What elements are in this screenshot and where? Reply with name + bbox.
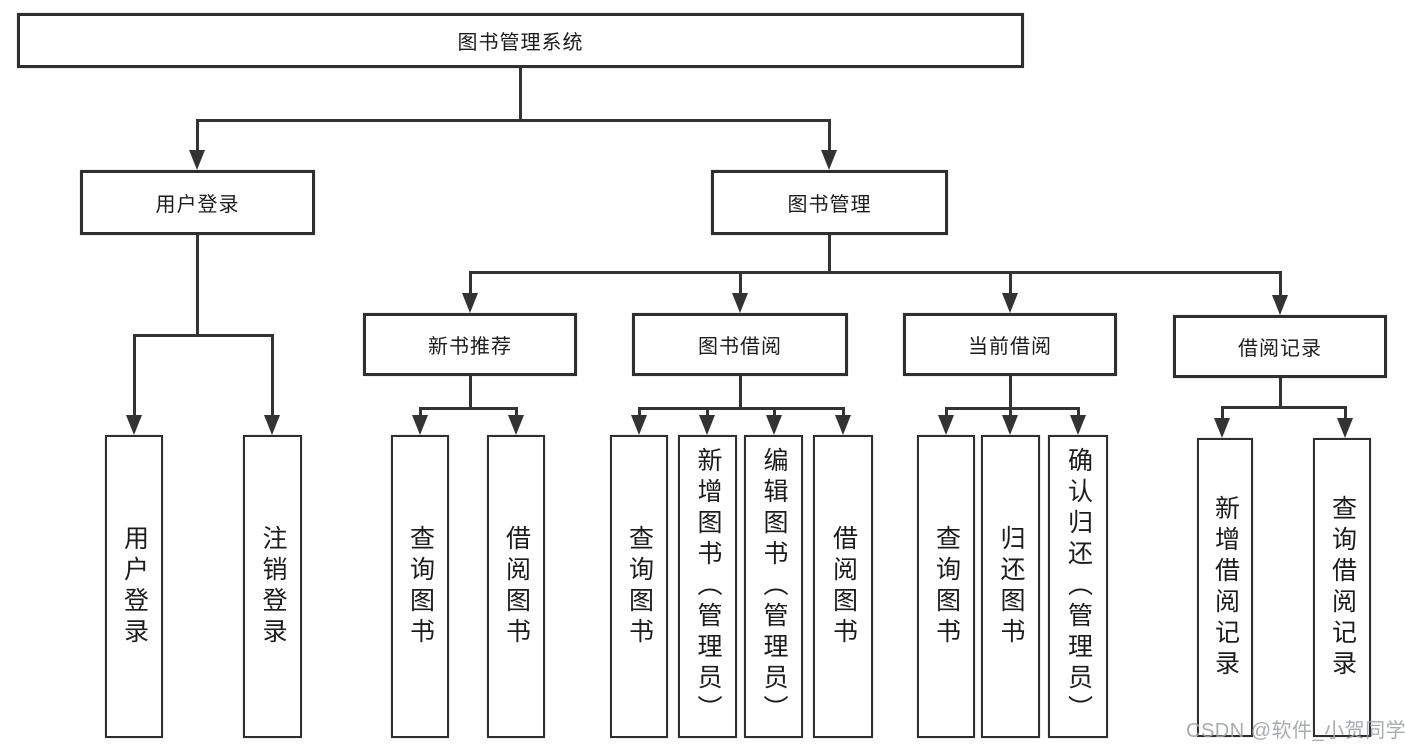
arrow-down-leaf	[631, 415, 647, 435]
node-query-books-current: 查询图书	[917, 435, 975, 738]
node-book-borrowing: 图书借阅	[632, 313, 848, 376]
node-borrow-books-recommend: 借阅图书	[487, 435, 545, 738]
connector-user-login-stem	[196, 235, 199, 335]
node-confirm-return-admin: 确认归还（管理员）	[1048, 435, 1108, 738]
csdn-watermark: CSDN @软件_小贺同学	[1186, 720, 1405, 742]
connector-current-borrow-branch	[945, 407, 1079, 410]
arrow-down-leaf	[412, 415, 428, 435]
connector-book-borrow-stem	[739, 376, 742, 408]
node-book-management: 图书管理	[711, 170, 948, 235]
node-query-books-recommend: 查询图书	[391, 435, 449, 738]
connector-leaf	[945, 407, 948, 419]
connector-root-stem	[519, 68, 522, 120]
arrow-down-book-management	[821, 150, 837, 170]
arrow-down-leaf	[766, 415, 782, 435]
node-current-borrowing: 当前借阅	[903, 313, 1117, 376]
connector-leaf	[515, 407, 518, 419]
node-borrow-books: 借阅图书	[813, 435, 873, 738]
connector-borrow-records-stem	[1279, 378, 1282, 407]
arrow-down-leaf	[508, 415, 524, 435]
node-edit-books-admin: 编辑图书（管理员）	[744, 435, 803, 738]
node-borrowing-records: 借阅记录	[1173, 315, 1387, 378]
node-root: 图书管理系统	[17, 13, 1024, 68]
arrow-down-leaf	[1214, 418, 1230, 438]
connector-book-mgmt-branch	[469, 271, 1281, 274]
connector-to-current-borrow	[1009, 271, 1012, 295]
node-logout: 注销登录	[243, 435, 302, 738]
arrow-down-login	[126, 415, 142, 435]
connector-leaf	[1344, 406, 1347, 420]
connector-current-borrow-stem	[1009, 376, 1012, 408]
arrow-down-leaf	[938, 415, 954, 435]
node-login: 用户登录	[105, 435, 163, 738]
arrow-down-current-borrow	[1002, 293, 1018, 313]
node-new-book-recommendation: 新书推荐	[363, 313, 577, 376]
arrow-down-leaf	[835, 415, 851, 435]
arrow-down-new-book	[462, 293, 478, 313]
arrow-down-user-login	[189, 150, 205, 170]
node-user-login: 用户登录	[80, 170, 315, 235]
connector-to-book-borrow	[739, 271, 742, 295]
connector-to-book-management	[828, 119, 831, 152]
connector-user-login-branch	[133, 334, 273, 337]
arrow-down-leaf	[699, 415, 715, 435]
node-query-books-borrowing: 查询图书	[610, 435, 668, 738]
connector-leaf	[1077, 407, 1080, 419]
arrow-down-borrow-records	[1272, 295, 1288, 315]
connector-leaf	[706, 407, 709, 419]
connector-leaf	[842, 407, 845, 419]
connector-leaf	[638, 407, 641, 419]
arrow-down-logout	[264, 415, 280, 435]
connector-borrow-records-branch	[1221, 406, 1346, 409]
connector-leaf	[773, 407, 776, 419]
arrow-down-leaf	[1070, 415, 1086, 435]
node-add-borrow-record: 新增借阅记录	[1197, 438, 1253, 737]
arrow-down-leaf	[1002, 415, 1018, 435]
connector-book-borrow-branch	[638, 407, 844, 410]
node-query-borrow-record: 查询借阅记录	[1313, 438, 1371, 737]
node-return-books: 归还图书	[981, 435, 1040, 738]
arrow-down-leaf	[1337, 418, 1353, 438]
connector-leaf	[419, 407, 422, 419]
connector-to-login	[133, 334, 136, 417]
connector-to-user-login	[196, 119, 199, 152]
connector-leaf	[1009, 407, 1012, 419]
connector-to-new-book	[469, 271, 472, 295]
connector-new-book-branch	[419, 407, 517, 410]
connector-root-branch	[196, 119, 831, 122]
node-add-books-admin: 新增图书（管理员）	[678, 435, 737, 738]
connector-new-book-stem	[469, 376, 472, 408]
arrow-down-book-borrow	[732, 293, 748, 313]
connector-leaf	[1221, 406, 1224, 420]
connector-to-borrow-records	[1279, 271, 1282, 297]
connector-to-logout	[271, 334, 274, 417]
connector-book-mgmt-stem	[828, 235, 831, 272]
